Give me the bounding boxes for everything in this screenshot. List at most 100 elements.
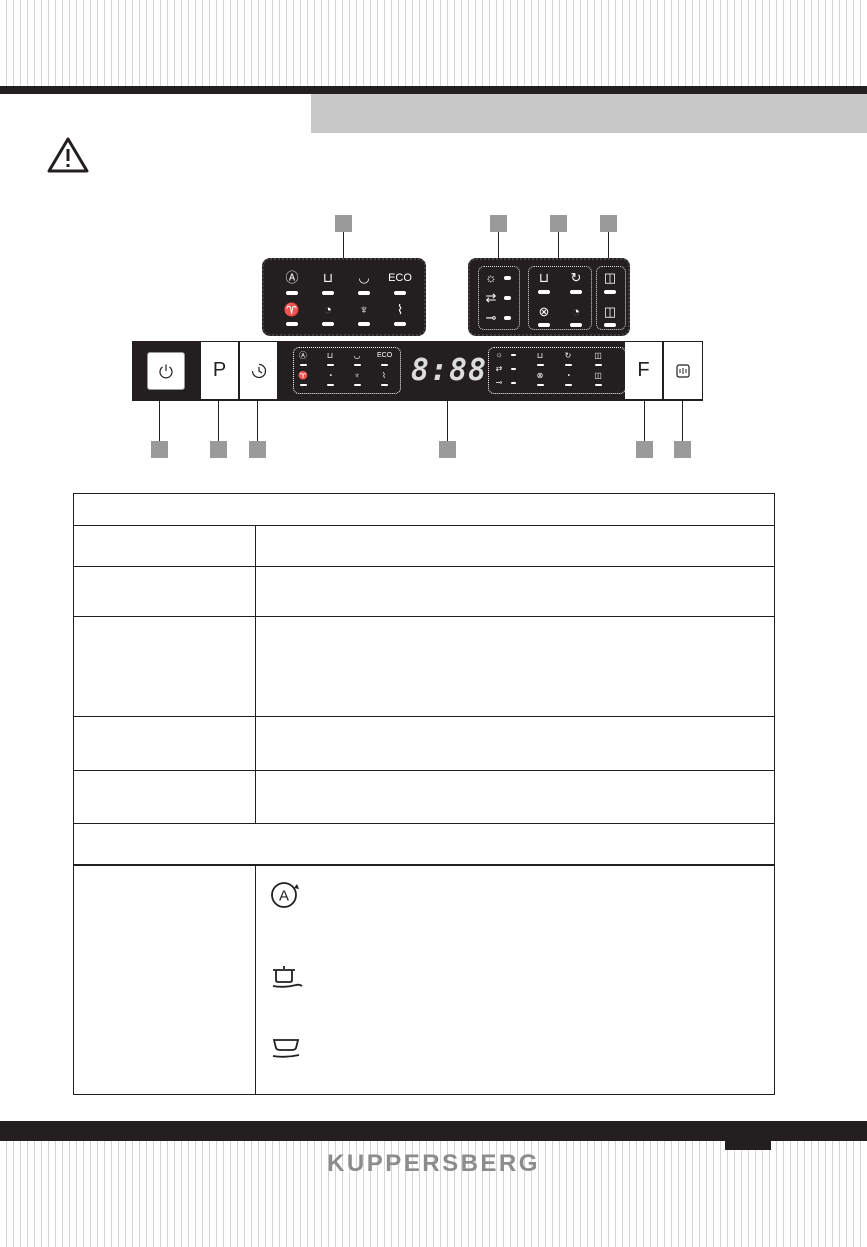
program-led — [286, 322, 298, 326]
status-group-box — [478, 266, 520, 330]
row-label — [73, 770, 256, 824]
program-led — [358, 322, 370, 326]
power-icon — [159, 364, 173, 378]
program-led — [300, 384, 307, 386]
warning-triangle-icon — [47, 137, 89, 173]
extra-dry-icon: ⊔ — [536, 351, 544, 360]
program-led — [381, 384, 388, 386]
basket-led — [604, 323, 616, 327]
program-led — [394, 322, 406, 326]
function-led — [570, 290, 582, 294]
power-button[interactable] — [147, 351, 185, 390]
control-panel: P Ⓐ ⊔ ◡ ECO ♈ ◔ ♆ ⌇ 8:88 ☼ ⇄ ⊸ ⊔ ↻ ◫ — [132, 341, 703, 401]
normal-program-icon: ◡ — [358, 270, 370, 285]
leader-line — [558, 232, 559, 266]
row-label — [73, 716, 256, 771]
leader-line — [218, 398, 219, 441]
program-button[interactable]: P — [201, 342, 238, 399]
status-lights-box: ☼ ⇄ ⊸ ⊔ ↻ ◫ ⊗ ◔ ◫ — [488, 347, 626, 394]
basket-group-box — [596, 266, 626, 330]
auto-program-icon: Ⓐ — [299, 351, 307, 360]
header-stripes — [0, 0, 867, 86]
leader-line — [644, 398, 645, 441]
half-load-icon: ◔ — [565, 371, 571, 380]
program-row — [73, 864, 776, 1095]
table-header — [73, 493, 775, 526]
leader-line — [257, 398, 258, 441]
extra-dry-icon: ⊔ — [538, 270, 550, 285]
basket-led — [604, 290, 616, 294]
program-led — [327, 384, 334, 386]
description-table — [73, 493, 776, 1095]
program-led — [394, 291, 406, 295]
status-led — [504, 276, 511, 280]
status-lights-zoom: ☼ ⇄ ⊸ ⊔ ↻ ⊗ ◔ ◫ ◫ — [468, 258, 630, 336]
function-led — [537, 384, 544, 386]
salt-icon: ⊸ — [485, 310, 497, 325]
brand-logo: KUPPERSBERG — [327, 1150, 540, 1177]
power-key-area — [133, 342, 199, 399]
leader-line — [159, 398, 160, 441]
program-led — [358, 291, 370, 295]
prewash-program-icon: ⌇ — [382, 371, 386, 380]
row-text — [254, 566, 776, 617]
rinse-aid-icon: ⇄ — [485, 290, 497, 305]
auto-program-icon: Ⓐ — [285, 270, 299, 285]
prewash-program-icon: ⌇ — [396, 302, 404, 317]
leader-line — [608, 232, 609, 266]
function-led — [538, 290, 550, 294]
lower-basket-icon: ◫ — [603, 304, 617, 319]
child-lock-button[interactable] — [664, 342, 702, 399]
callout-tag-display — [439, 441, 456, 458]
row-label — [73, 616, 256, 717]
program-led — [354, 364, 361, 366]
program-led — [300, 364, 307, 366]
lower-basket-icon: ◫ — [594, 371, 602, 380]
leader-line — [682, 398, 683, 441]
intensive-program-icon: ⊔ — [322, 270, 334, 285]
upper-basket-icon: ◫ — [594, 351, 602, 360]
status-led — [511, 382, 516, 384]
normal-program-icon: ◡ — [353, 351, 361, 360]
footer-rule — [0, 1121, 867, 1141]
leader-line — [343, 232, 344, 260]
status-led — [511, 368, 516, 370]
status-led — [504, 316, 511, 320]
salt-icon: ⊸ — [495, 378, 503, 387]
table-row — [73, 616, 776, 717]
program-led — [327, 364, 334, 366]
program-lights-zoom: Ⓐ ⊔ ◡ ECO ♈ ◔ ♆ ⌇ — [262, 258, 426, 336]
program-led — [354, 384, 361, 386]
function-key-label: F — [637, 359, 650, 381]
page-number-tab — [725, 1141, 771, 1150]
rinse-aid-icon: ⇄ — [495, 364, 503, 373]
function-button[interactable]: F — [625, 342, 662, 399]
table-row — [73, 770, 776, 824]
delay-button[interactable] — [240, 342, 277, 399]
row-label — [73, 525, 256, 567]
callout-tag-function — [636, 441, 653, 458]
basket-led — [595, 364, 602, 366]
svg-text:A: A — [279, 888, 289, 905]
eco-label: ECO — [377, 352, 393, 359]
function-led — [565, 364, 572, 366]
90-min-program-icon: ◔ — [324, 302, 332, 317]
rapid-program-icon: ♆ — [354, 371, 360, 380]
basket-led — [595, 384, 602, 386]
intensive-program-icon — [272, 966, 303, 988]
table-section — [73, 823, 775, 866]
callout-tag-delay — [249, 441, 266, 458]
eco-label: ECO — [388, 272, 412, 284]
upper-basket-icon: ◫ — [603, 270, 617, 285]
program-led — [381, 364, 388, 366]
callout-tag-function-lights — [550, 215, 567, 232]
footer-stripes — [0, 1141, 867, 1247]
program-led — [286, 291, 298, 295]
child-lock-icon — [676, 363, 690, 378]
time-display: 8:88 — [410, 352, 488, 388]
row-text — [254, 525, 776, 567]
drying-icon: ☼ — [495, 350, 503, 359]
sterilize-icon: ↻ — [570, 270, 582, 285]
header-rule — [0, 86, 867, 94]
drying-icon: ☼ — [485, 270, 497, 285]
